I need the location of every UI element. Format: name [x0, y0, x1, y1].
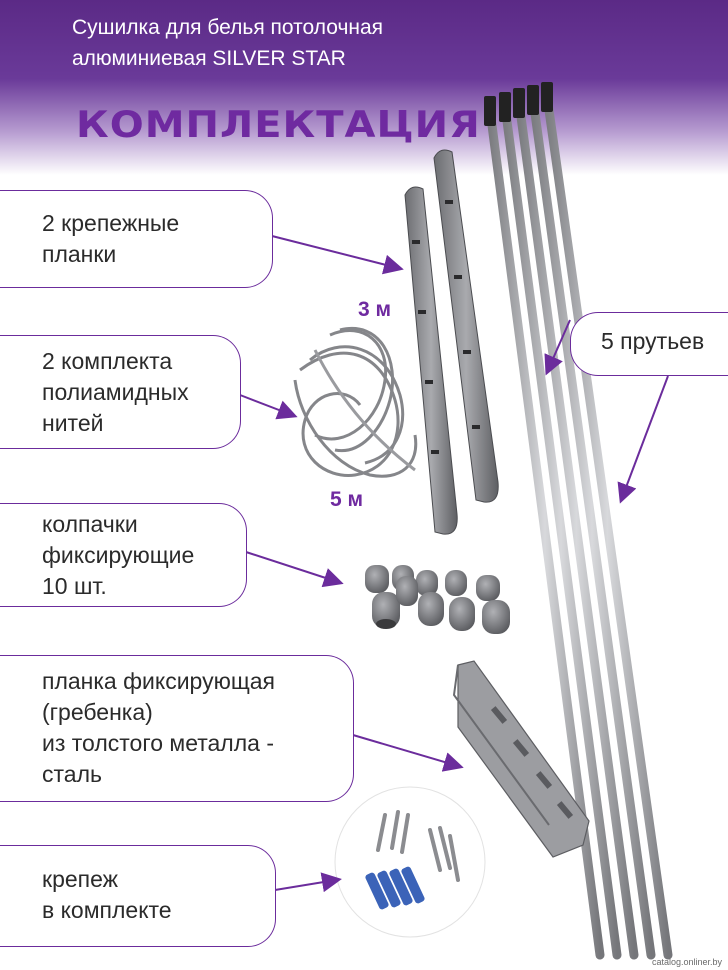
header-banner — [0, 0, 728, 175]
cord-coils — [293, 327, 418, 478]
mounting-bar — [433, 149, 499, 503]
callout-arrows — [239, 235, 669, 893]
rod — [527, 85, 656, 960]
callout-mounting-bars-text: 2 крепежные планки — [42, 210, 180, 267]
dimension-label-5m: 5 м — [330, 488, 364, 511]
watermark: catalog.onliner.by — [651, 957, 722, 967]
callout-caps-text: колпачки фиксирующие 10 шт. — [42, 511, 195, 599]
product-title-line-1: Сушилка для белья потолочная — [72, 16, 384, 39]
product-title: Сушилка для белья потолочная алюминиевая… — [72, 12, 492, 74]
fixing-cap — [476, 575, 500, 601]
rod — [513, 88, 639, 960]
callout-rods-text: 5 прутьев — [601, 328, 705, 354]
fixing-cap — [449, 597, 475, 631]
fixing-cap — [365, 565, 389, 593]
fixing-cap — [416, 570, 438, 596]
comb-plate — [452, 660, 590, 858]
callout-caps: колпачки фиксирующие 10 шт. — [0, 503, 247, 607]
fixing-cap — [418, 592, 444, 626]
callout-fasteners-text: крепеж в комплекте — [42, 866, 172, 923]
callout-mounting-bars: 2 крепежные планки — [0, 190, 273, 288]
callout-comb-plate-text: планка фиксирующая (гребенка) из толстог… — [42, 668, 276, 787]
fixing-cap — [396, 576, 418, 606]
fixing-caps — [365, 565, 510, 634]
callout-cords-text: 2 комплекта полиамидных нитей — [42, 348, 189, 436]
rod — [541, 82, 673, 960]
fixing-cap — [445, 570, 467, 596]
callout-comb-plate: планка фиксирующая (гребенка) из толстог… — [0, 655, 354, 802]
fixing-cap — [372, 592, 400, 629]
fasteners-image — [334, 786, 486, 938]
callout-fasteners: крепеж в комплекте — [0, 845, 276, 947]
fixing-cap — [482, 600, 510, 634]
section-title: КОМПЛЕКТАЦИЯ — [76, 103, 481, 147]
rod — [499, 92, 622, 960]
callout-rods: 5 прутьев — [570, 312, 728, 376]
callout-cords: 2 комплекта полиамидных нитей — [0, 335, 241, 449]
mounting-bar — [404, 186, 458, 535]
dimension-label-3m: 3 м — [358, 298, 392, 321]
product-title-line-2: алюминиевая SILVER STAR — [72, 47, 346, 70]
